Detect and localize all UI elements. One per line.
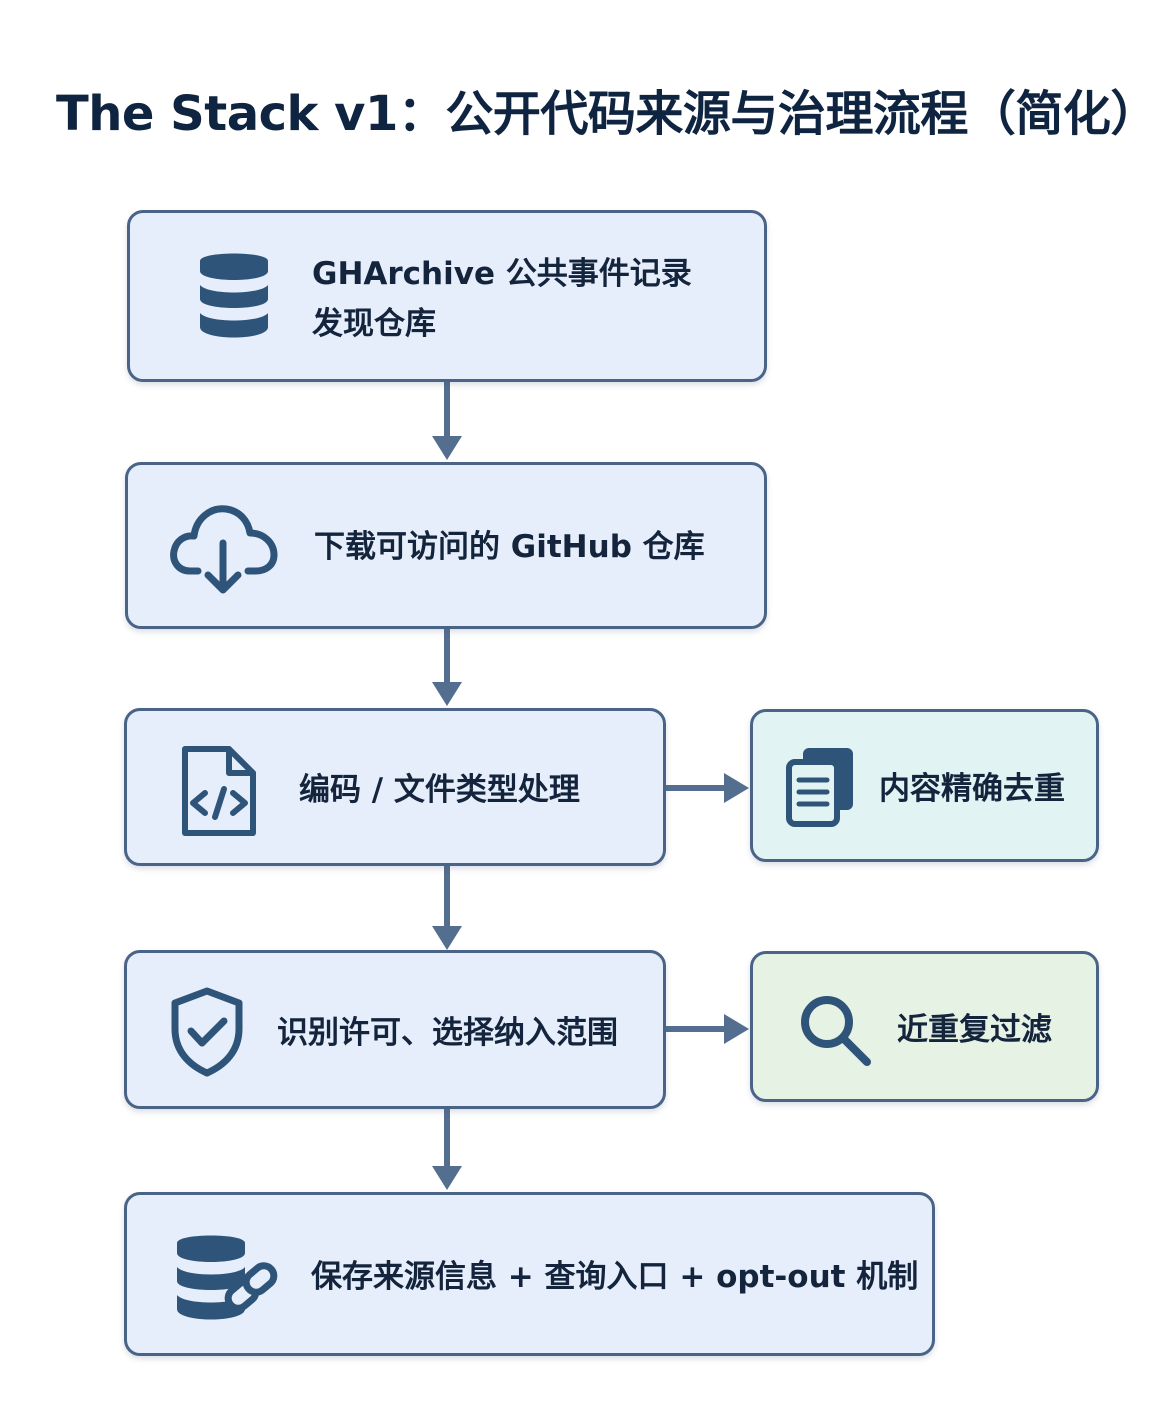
database-icon — [200, 253, 268, 338]
step-discover-label-2: 发现仓库 — [312, 306, 436, 342]
arrowhead-encoding-to-dedup — [724, 773, 749, 803]
cloud-download-icon — [170, 505, 278, 594]
step-discover-label-1: GHArchive 公共事件记录 — [312, 256, 692, 292]
arrowhead-encoding-to-license — [432, 926, 462, 950]
database-link-icon — [177, 1235, 278, 1320]
step-encoding-label: 编码 / 文件类型处理 — [299, 772, 580, 808]
step-download-repos: 下载可访问的 GitHub 仓库 — [125, 462, 767, 629]
step-license-label: 识别许可、选择纳入范围 — [277, 1015, 618, 1051]
step-near-dedup-label: 近重复过滤 — [897, 1012, 1052, 1048]
step-near-dedup: 近重复过滤 — [750, 951, 1099, 1102]
code-file-icon — [182, 746, 256, 836]
documents-icon — [786, 748, 853, 827]
arrowhead-license-to-near-dedup — [724, 1014, 749, 1044]
shield-check-icon — [171, 987, 243, 1077]
diagram-title: The Stack v1：公开代码来源与治理流程（简化） — [56, 86, 1158, 142]
search-icon — [801, 996, 871, 1066]
arrowhead-download-to-encoding — [432, 682, 462, 706]
step-exact-dedup-label: 内容精确去重 — [879, 771, 1065, 807]
step-discover-repos: GHArchive 公共事件记录 发现仓库 — [127, 210, 767, 382]
step-exact-dedup: 内容精确去重 — [750, 709, 1099, 862]
arrowhead-license-to-provenance — [432, 1166, 462, 1190]
step-license-selection: 识别许可、选择纳入范围 — [124, 950, 666, 1109]
arrowhead-discover-to-download — [432, 436, 462, 460]
step-provenance-optout: 保存来源信息 + 查询入口 + opt-out 机制 — [124, 1192, 935, 1356]
step-provenance-label: 保存来源信息 + 查询入口 + opt-out 机制 — [311, 1259, 919, 1295]
step-encoding-filetype: 编码 / 文件类型处理 — [124, 708, 666, 866]
step-download-label: 下载可访问的 GitHub 仓库 — [314, 529, 705, 565]
